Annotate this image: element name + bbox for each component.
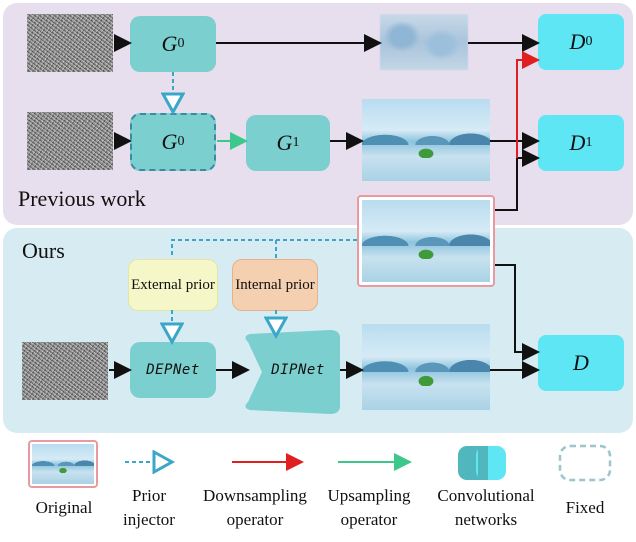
original-image bbox=[362, 200, 490, 282]
g0-fixed-label: G bbox=[161, 129, 178, 154]
g0-top-subscript: 0 bbox=[177, 36, 185, 51]
downsampling-arrow-to-d0 bbox=[516, 51, 540, 158]
noise-input-middle bbox=[27, 112, 113, 170]
discriminator-d: D bbox=[538, 335, 624, 391]
external-prior-box: External prior bbox=[128, 259, 218, 311]
original-image-frame bbox=[357, 195, 495, 287]
d1-subscript: 1 bbox=[585, 135, 593, 150]
injector-original-to-priors bbox=[171, 239, 357, 258]
g0-fixed-subscript: 0 bbox=[177, 134, 185, 149]
g1-label: G bbox=[276, 130, 293, 155]
blurry-output-image bbox=[380, 14, 468, 70]
legend-original-label: Original bbox=[35, 498, 93, 517]
legend-convolutional-label: Convolutional networks bbox=[437, 486, 535, 529]
legend-downsampling-label: Downsampling operator bbox=[203, 486, 307, 529]
d-label: D bbox=[573, 350, 589, 375]
g0-top-label: G bbox=[161, 31, 178, 56]
dipnet-label: DIPNet bbox=[271, 362, 325, 378]
ours-label: Ours bbox=[22, 238, 65, 263]
legend-conv-mid bbox=[478, 446, 488, 480]
arrow-original-to-d1 bbox=[495, 149, 540, 211]
upsampled-output-image bbox=[362, 99, 490, 181]
noise-input-top bbox=[27, 14, 113, 72]
noise-input-ours bbox=[22, 342, 108, 400]
ours-output-image bbox=[362, 324, 490, 410]
legend-original-image bbox=[32, 444, 94, 484]
legend-fixed-label: Fixed bbox=[565, 498, 605, 517]
arrow-original-to-d bbox=[495, 264, 540, 361]
g1-subscript: 1 bbox=[292, 135, 300, 150]
d0-label: D bbox=[569, 29, 586, 54]
previous-work-label: Previous work bbox=[18, 186, 146, 211]
depnet-node: DEPNet bbox=[130, 342, 216, 398]
legend-upsampling-label: Upsampling operator bbox=[327, 486, 411, 529]
legend-fixed-symbol bbox=[558, 444, 612, 482]
d0-subscript: 0 bbox=[585, 34, 593, 49]
d1-label: D bbox=[569, 130, 586, 155]
legend-prior-injector-label: Prior injector bbox=[123, 486, 175, 529]
internal-prior-box: Internal prior bbox=[232, 259, 318, 311]
legend-original-frame bbox=[28, 440, 98, 488]
